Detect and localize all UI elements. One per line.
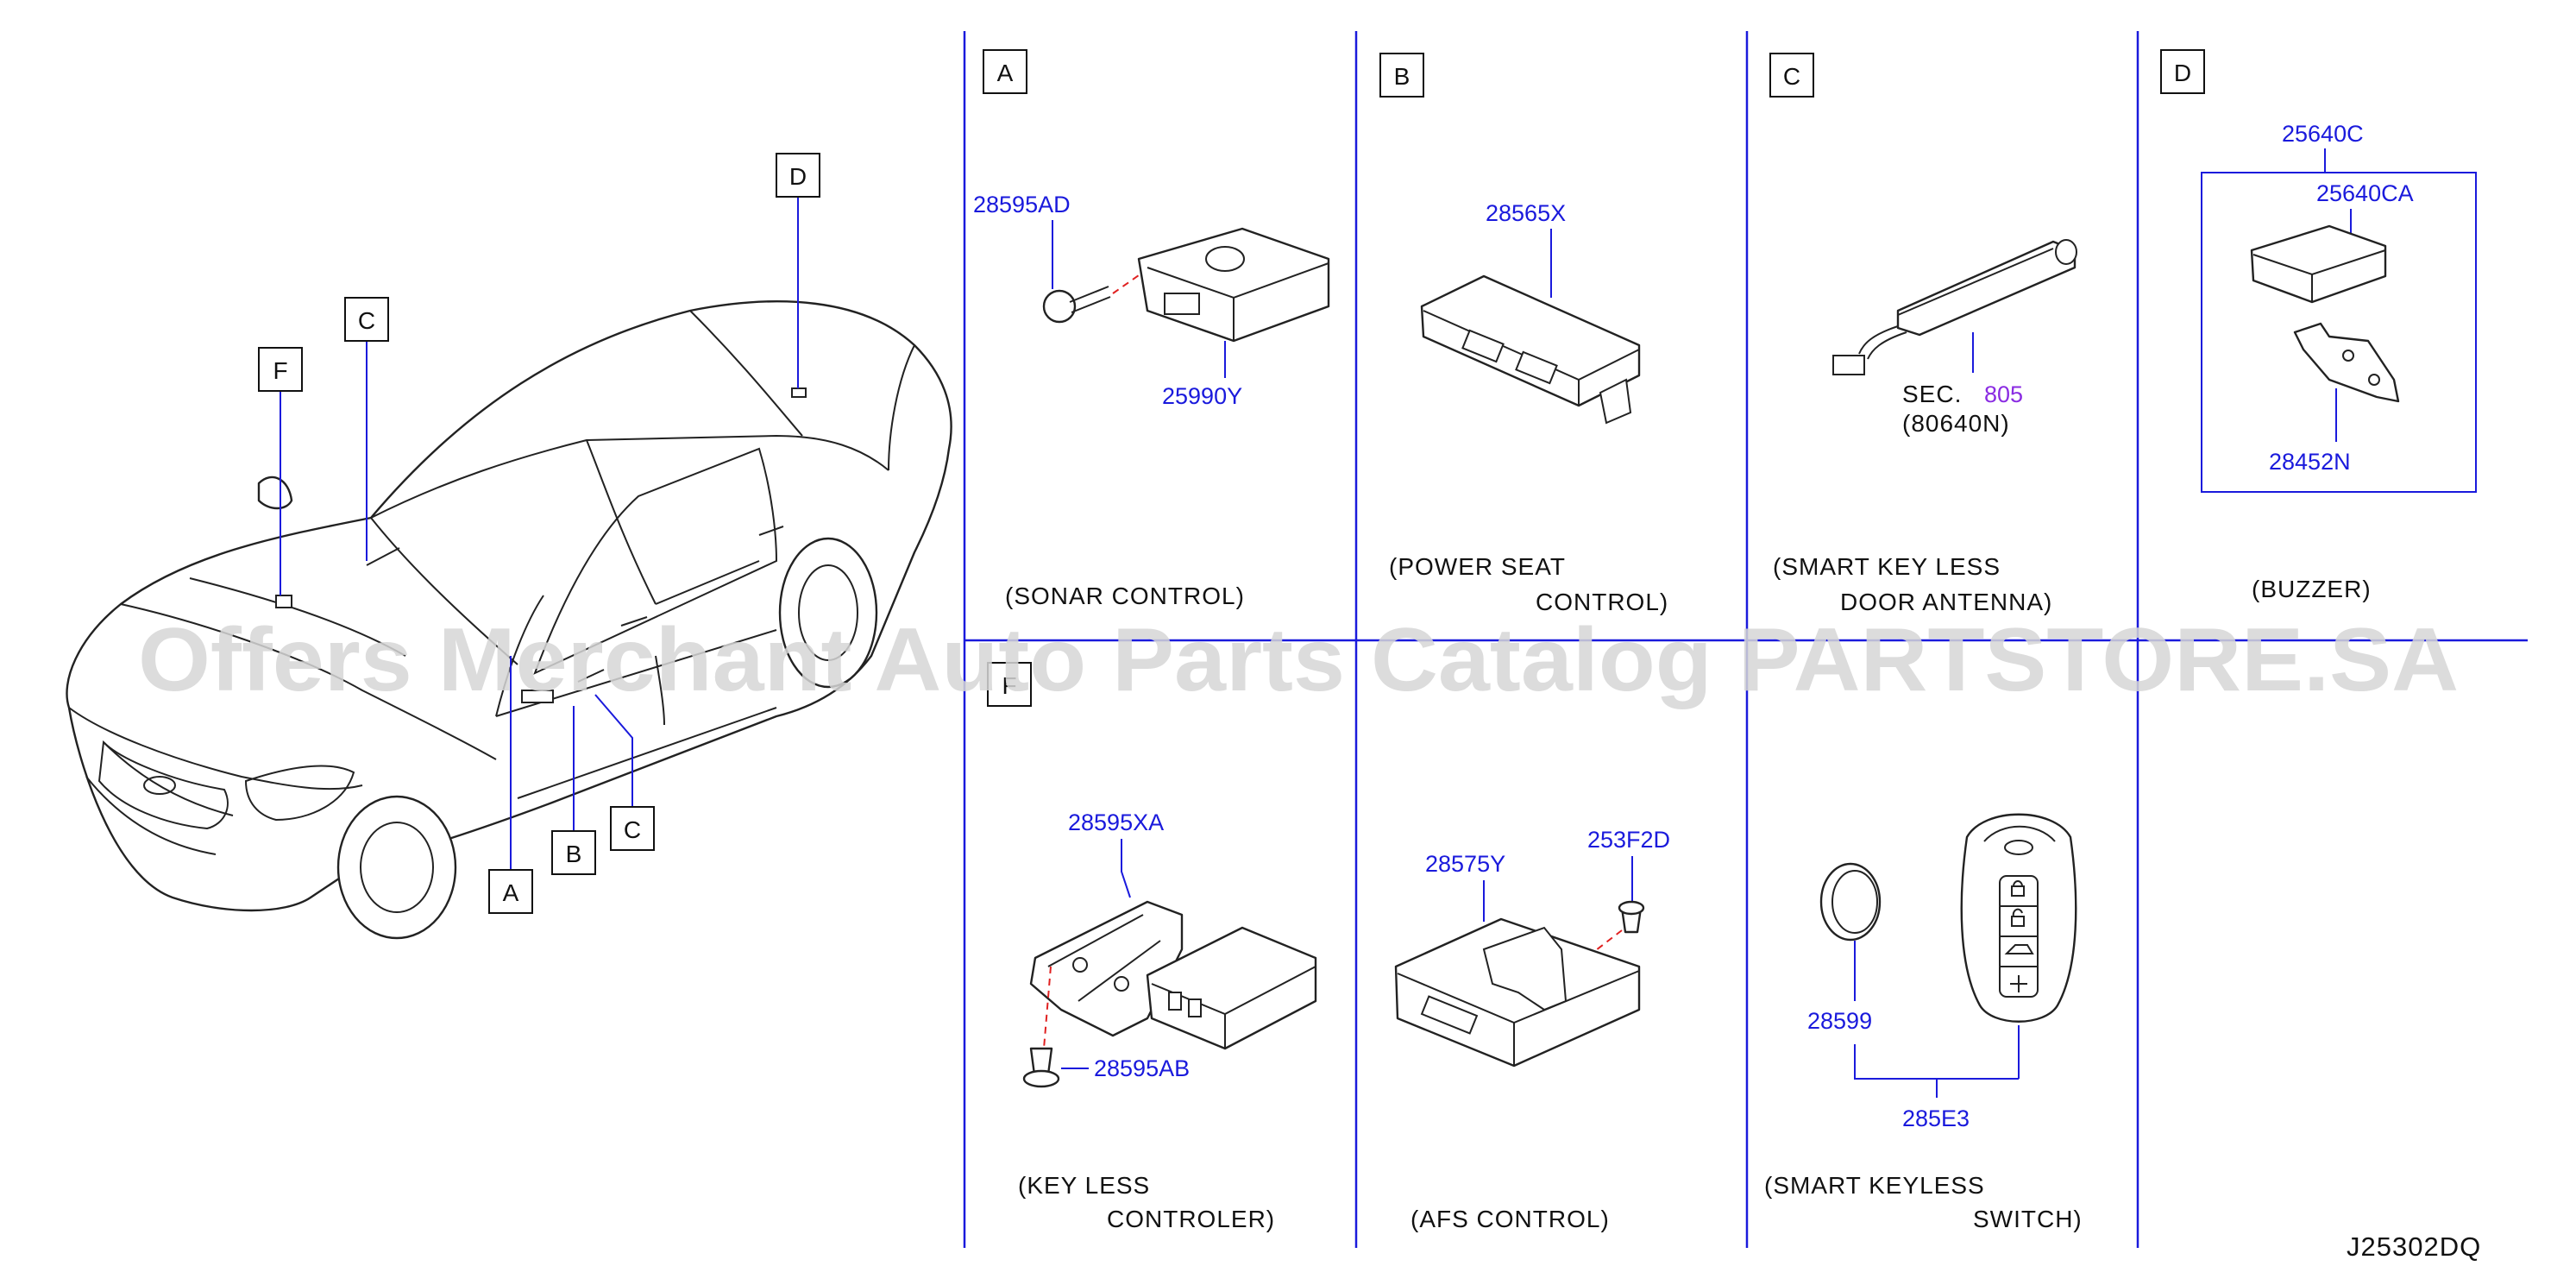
caption-smart-2: SWITCH): [1973, 1206, 2083, 1232]
callout-c-top: C: [358, 307, 375, 334]
sec-ref-c: (80640N): [1902, 410, 2010, 437]
caption-c-2: DOOR ANTENNA): [1840, 589, 2052, 615]
section-a-label: A: [997, 60, 1014, 86]
buzzer-box: [2201, 172, 2477, 493]
car-mark-f: [275, 595, 292, 608]
unlock-icon: [2011, 916, 2025, 927]
car-mark-d: [791, 387, 807, 398]
car-mirror: [257, 476, 293, 510]
car-front-fascia: [68, 707, 363, 855]
section-smart-key: 28599 285E3 (SMART KEYLESS SWITCH): [1764, 813, 2083, 1232]
section-c-label: C: [1783, 63, 1800, 90]
part-28565X: 28565X: [1486, 200, 1566, 226]
callout-box-d: [776, 153, 820, 198]
part-28599: 28599: [1807, 1008, 1872, 1034]
callout-a: A: [503, 879, 519, 906]
section-d-label: D: [2174, 60, 2191, 86]
car-callouts: D C F A B C: [258, 153, 820, 914]
lock-icon: [2011, 885, 2025, 897]
part-28595AD: 28595AD: [973, 192, 1071, 217]
callout-b: B: [566, 841, 582, 867]
callout-c-side: C: [624, 816, 641, 843]
caption-c-1: (SMART KEY LESS: [1773, 553, 2001, 580]
trunk-icon: [2004, 944, 2034, 954]
callout-f: F: [273, 357, 287, 384]
car-front-wheel: [336, 795, 457, 940]
section-a: A 28595AD 25990Y (SONAR CONTROL): [973, 49, 1330, 609]
car-rear-wheel: [778, 537, 878, 689]
car-side-windows: [533, 447, 778, 675]
car-roof: [370, 434, 889, 519]
car-mark-b: [521, 690, 554, 703]
sec-prefix-c: SEC.: [1902, 381, 1962, 407]
buzzer-25640ca: [2250, 224, 2387, 304]
caption-d: (BUZZER): [2252, 576, 2372, 602]
car-rear-window: [689, 310, 915, 471]
part-25640C: 25640C: [2282, 121, 2364, 147]
callout-box-f: [258, 347, 303, 392]
part-28452N: 28452N: [2269, 449, 2351, 475]
grid-dividers: [963, 31, 2528, 1248]
caption-afs: (AFS CONTROL): [1411, 1206, 1610, 1232]
callout-box-a: [488, 869, 533, 914]
car-windshield: [370, 439, 657, 665]
car-hood: [120, 577, 497, 760]
callout-d: D: [789, 163, 807, 190]
diagram-code: J25302DQ: [2347, 1231, 2481, 1262]
section-afs: 28575Y 253F2D (AFS CONTROL): [1394, 827, 1670, 1232]
panic-icon: [2010, 975, 2027, 992]
sec-number-c[interactable]: 805: [1984, 381, 2023, 407]
caption-f-1: (KEY LESS: [1018, 1172, 1150, 1199]
section-c: C SEC. 805 (80640N) (SMART KEY LESS DOOR…: [1769, 53, 2077, 615]
antenna-bar: [1896, 240, 2077, 337]
callout-box-b: [551, 830, 596, 875]
car-mark-c-top: [366, 547, 400, 566]
car-grille: [97, 740, 229, 830]
caption-b-2: CONTROL): [1536, 589, 1668, 615]
caption-smart-1: (SMART KEYLESS: [1764, 1172, 1985, 1199]
fob-logo-icon: [2004, 840, 2033, 855]
car-headlight: [244, 765, 355, 822]
module-keyless-controller: [1146, 926, 1317, 1050]
car-emblem: [143, 776, 176, 795]
caption-b-1: (POWER SEAT: [1389, 553, 1566, 580]
part-28575Y: 28575Y: [1425, 851, 1505, 877]
car-mark-c-side: [577, 669, 605, 683]
screw-28595ad: [1042, 289, 1077, 324]
car-rear-rim: [798, 564, 858, 661]
part-253F2D: 253F2D: [1587, 827, 1670, 853]
caption-a: (SONAR CONTROL): [1005, 583, 1245, 609]
car-front-rim: [360, 822, 434, 913]
watermark: Offers Merchant Auto Parts Catalog PARTS…: [138, 610, 2459, 710]
callout-box-c-top: [344, 297, 389, 342]
car-leaders: [280, 195, 799, 870]
section-f-label: F: [1002, 672, 1016, 699]
part-28595XA: 28595XA: [1068, 809, 1164, 835]
car-overview: [66, 300, 952, 940]
section-d: D 25640C 25640CA 28452N (BUZZER): [2160, 49, 2477, 602]
part-25990Y: 25990Y: [1162, 383, 1242, 409]
module-28565x: [1420, 274, 1641, 407]
car-door-handles: [620, 526, 784, 627]
part-25640CA: 25640CA: [2316, 180, 2414, 206]
callout-box-c-side: [610, 806, 655, 851]
part-28595AB: 28595AB: [1094, 1055, 1190, 1081]
battery-28599: [1819, 862, 1882, 942]
section-f: F 28595XA 28595AB (KEY LESS CONTROLER): [987, 662, 1317, 1232]
car-doors: [495, 595, 777, 799]
section-b: B 28565X (POWER SEAT CONTROL): [1379, 53, 1668, 615]
bracket-28452n: [2293, 322, 2400, 403]
caption-f-2: CONTROLER): [1107, 1206, 1275, 1232]
section-b-label: B: [1394, 63, 1411, 90]
car-body: [66, 300, 952, 912]
part-285E3: 285E3: [1902, 1105, 1970, 1131]
